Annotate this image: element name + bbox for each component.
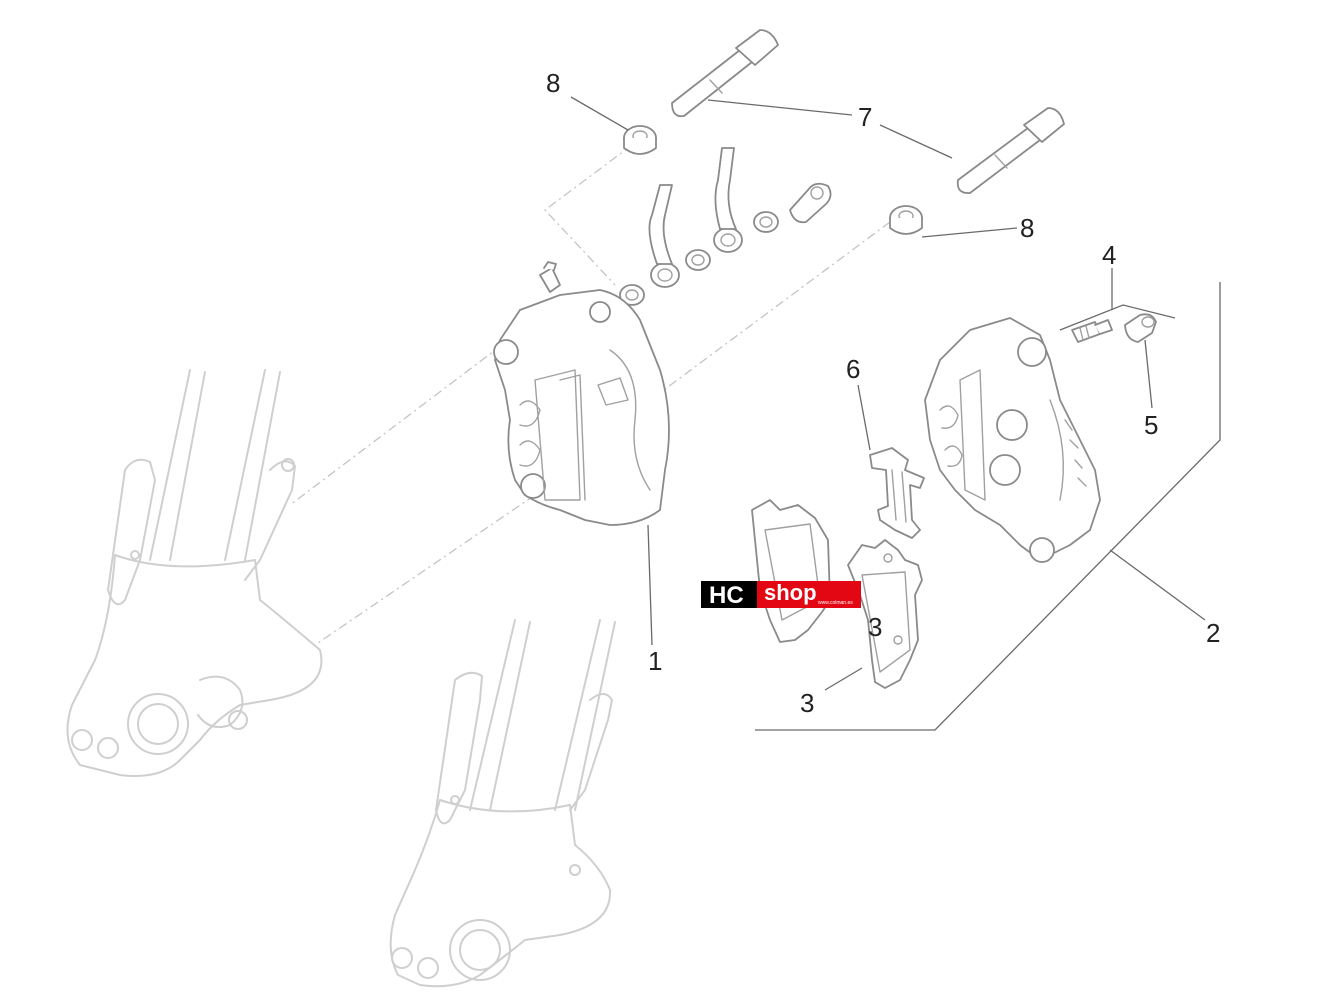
washer-part-8-upper xyxy=(623,125,657,155)
bolt-part-7-left xyxy=(671,29,779,118)
callout-labels: 8 7 8 4 6 5 3 2 1 3 xyxy=(546,68,1220,718)
kit-bracket-outline xyxy=(755,282,1221,731)
brake-caliper-part-1 xyxy=(493,261,670,526)
callout-4: 4 xyxy=(1102,240,1116,270)
brake-hose-fittings xyxy=(619,147,832,306)
brake-pad-part-3-back xyxy=(751,499,831,643)
fork-leg-right-ghost xyxy=(389,619,616,988)
callout-8-upper: 8 xyxy=(546,68,560,98)
logo-tagline: www.colman.es xyxy=(818,600,853,606)
bleed-screw-part-4 xyxy=(1071,319,1113,343)
logo-brand-block xyxy=(701,581,757,608)
washer-part-8-lower xyxy=(889,205,923,235)
leader-lines xyxy=(570,96,1206,691)
brake-caliper-part-2 xyxy=(924,317,1101,563)
callout-2: 2 xyxy=(1206,618,1220,648)
brake-pad-part-3-front xyxy=(847,539,923,689)
callout-6: 6 xyxy=(846,354,860,384)
logo-word-text: shop xyxy=(764,580,817,605)
bleed-cap-part-5 xyxy=(1124,313,1157,343)
callout-3-upper: 3 xyxy=(868,612,882,642)
pad-spring-part-6 xyxy=(869,447,925,539)
callout-1: 1 xyxy=(648,646,662,676)
callout-7: 7 xyxy=(858,102,872,132)
hc-shop-watermark-logo: HC shop www.colman.es xyxy=(701,580,861,609)
bolt-part-7-right xyxy=(956,107,1065,194)
fork-leg-left-ghost xyxy=(66,369,323,777)
logo-brand-text: HC xyxy=(709,582,744,609)
callout-5: 5 xyxy=(1144,410,1158,440)
logo-word-block xyxy=(757,581,861,608)
callout-8-lower: 8 xyxy=(1020,213,1034,243)
callout-3-lower: 3 xyxy=(800,688,814,718)
